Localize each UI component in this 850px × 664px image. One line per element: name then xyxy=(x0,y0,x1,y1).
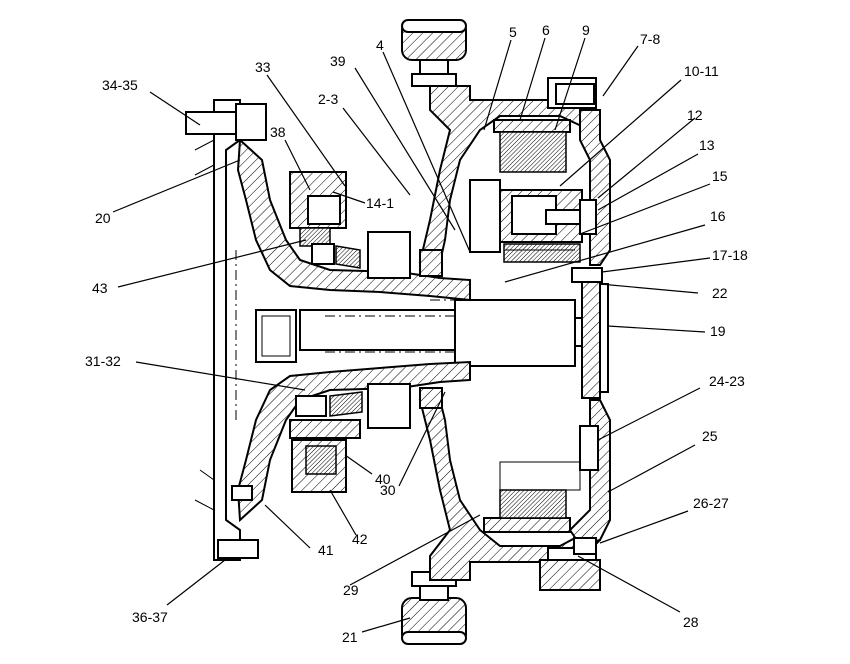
callout-13: 13 xyxy=(699,137,715,153)
callout-labels: 34-35 33 39 4 5 6 9 7-8 10-11 2-3 38 12 … xyxy=(85,22,748,645)
callout-4: 4 xyxy=(376,37,384,53)
callout-26-27: 26-27 xyxy=(693,495,729,511)
callout-17-18: 17-18 xyxy=(712,247,748,263)
callout-16: 16 xyxy=(710,208,726,224)
callout-31-32: 31-32 xyxy=(85,353,121,369)
callout-43: 43 xyxy=(92,280,108,296)
callout-29: 29 xyxy=(343,582,359,598)
callout-22: 22 xyxy=(712,285,728,301)
callout-39: 39 xyxy=(330,53,346,69)
callout-14-1: 14-1 xyxy=(366,195,394,211)
callout-38: 38 xyxy=(270,124,286,140)
callout-9: 9 xyxy=(582,22,590,38)
callout-2-3: 2-3 xyxy=(318,91,338,107)
callout-7-8: 7-8 xyxy=(640,31,660,47)
track-wheel-top xyxy=(401,19,467,87)
callout-15: 15 xyxy=(712,168,728,184)
lower-seal-group xyxy=(289,383,443,493)
callout-12: 12 xyxy=(687,107,703,123)
callout-20: 20 xyxy=(95,210,111,226)
upper-seal-group xyxy=(289,171,443,279)
callout-25: 25 xyxy=(702,428,718,444)
ring-gear xyxy=(483,119,581,533)
callout-19: 19 xyxy=(710,323,726,339)
mount-flange xyxy=(185,99,267,561)
callout-5: 5 xyxy=(509,24,517,40)
callout-42: 42 xyxy=(352,531,368,547)
callout-40: 40 xyxy=(375,471,391,487)
leader-lines xyxy=(112,37,711,633)
planet-carrier xyxy=(469,179,597,263)
callout-21: 21 xyxy=(342,629,358,645)
callout-36-37: 36-37 xyxy=(132,609,168,625)
main-shaft xyxy=(299,299,584,367)
callout-33: 33 xyxy=(255,59,271,75)
callout-34-35: 34-35 xyxy=(102,77,138,93)
callout-28: 28 xyxy=(683,614,699,630)
callout-41: 41 xyxy=(318,542,334,558)
callout-30: 30 xyxy=(380,482,396,498)
callout-6: 6 xyxy=(542,22,550,38)
callout-10-11: 10-11 xyxy=(684,63,719,79)
callout-24-23: 24-23 xyxy=(709,373,745,389)
track-wheel-bottom xyxy=(401,571,467,645)
